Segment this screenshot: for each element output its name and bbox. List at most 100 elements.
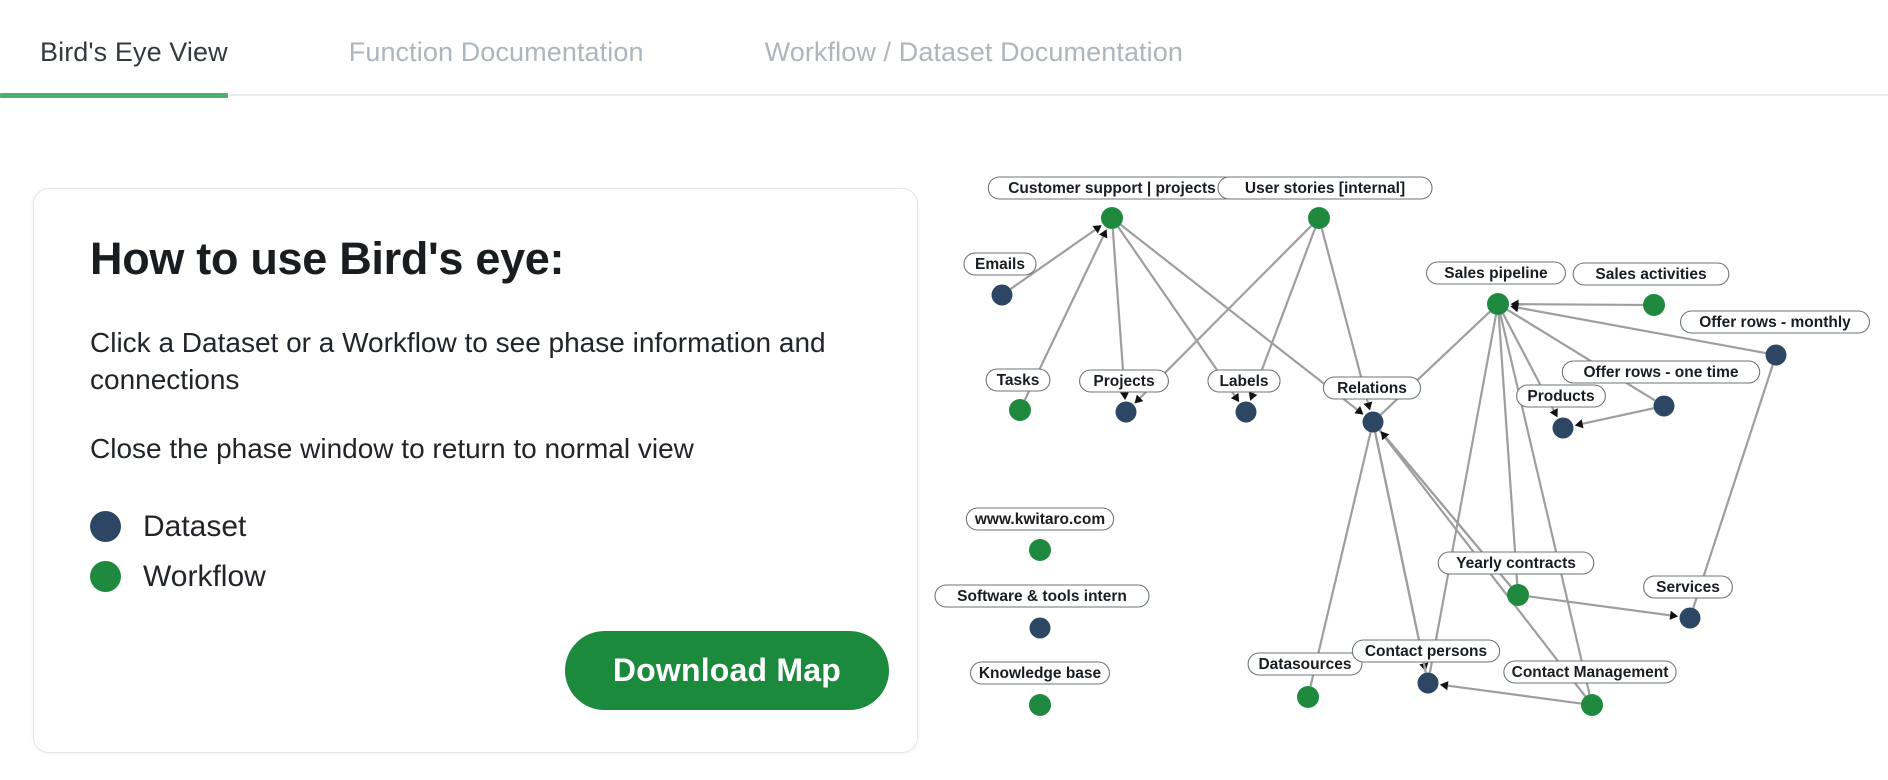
node-label-text: Services — [1656, 579, 1720, 596]
workflow-dot-icon — [90, 561, 121, 593]
tab-function-documentation[interactable]: Function Documentation — [348, 37, 644, 67]
node-label-text: www.kwitaro.com — [974, 511, 1105, 528]
node-label-text: Sales activities — [1595, 266, 1706, 283]
download-map-wrapper: Download Map — [564, 631, 889, 710]
edge-arrow-icon — [1134, 394, 1144, 404]
node-label-pill — [1503, 660, 1677, 684]
tab-bar: Bird's Eye View Function Documentation Wor… — [0, 0, 1888, 98]
graph-node-contact-management[interactable] — [1581, 694, 1603, 716]
node-label-pill — [963, 252, 1037, 276]
legend-label-dataset: Dataset — [143, 509, 247, 543]
graph-node-user-stories-internal[interactable] — [1308, 207, 1330, 229]
graph-node-knowledge-base[interactable] — [1029, 694, 1051, 716]
node-label-pill — [1079, 369, 1169, 393]
node-label-pill — [1207, 369, 1281, 393]
graph-node-offer-rows-one-time[interactable] — [1653, 395, 1675, 417]
node-label-text: Offer rows - monthly — [1699, 314, 1851, 331]
page-title: How to use Bird's eye: — [90, 233, 565, 284]
edge-arrow-icon — [1098, 229, 1108, 239]
graph-edge — [1309, 431, 1372, 687]
node-label-pill — [1437, 551, 1595, 575]
node-label-pill — [1351, 639, 1501, 663]
graph-node-yearly-contracts[interactable] — [1507, 584, 1529, 606]
graph-edge — [1135, 225, 1313, 403]
edge-arrow-icon — [1230, 392, 1240, 403]
graph-edge — [1528, 595, 1676, 618]
dataset-dot-icon — [90, 511, 121, 543]
node-label-pill — [969, 661, 1110, 685]
edge-arrow-icon — [1092, 225, 1102, 234]
how-to-card: How to use Bird's eye: Click a Dataset o… — [33, 188, 918, 753]
node-label-text: Projects — [1093, 373, 1154, 390]
node-label-pill — [965, 507, 1115, 531]
node-label-pill — [934, 584, 1150, 608]
node-label-text: User stories [internal] — [1245, 180, 1405, 197]
tab-workflow-dataset-documentation[interactable]: Workflow / Dataset Documentation — [764, 37, 1183, 67]
graph-edge — [1512, 305, 1766, 355]
legend: Dataset Workflow — [90, 510, 861, 594]
graph-node-projects[interactable] — [1115, 401, 1137, 423]
node-label-text: Contact persons — [1365, 643, 1487, 660]
node-label-pill — [985, 368, 1051, 392]
graph-node-customer-support-projects[interactable] — [1101, 207, 1123, 229]
instruction-close: Close the phase window to return to norm… — [90, 432, 694, 464]
node-label-text: Yearly contracts — [1456, 555, 1576, 572]
graph-node-services[interactable] — [1679, 607, 1701, 629]
graph-node-relations[interactable] — [1362, 411, 1384, 433]
graph-node-products[interactable] — [1552, 417, 1574, 439]
node-label-text: Knowledge base — [979, 665, 1102, 682]
edge-arrow-icon — [1439, 681, 1449, 691]
graph-node-sales-pipeline[interactable] — [1487, 293, 1509, 315]
node-label-pill — [1247, 652, 1363, 676]
graph-edge — [1497, 314, 1519, 585]
edge-arrow-icon — [1510, 303, 1519, 313]
node-label-text: Contact Management — [1512, 664, 1669, 681]
graph-node-sales-activities[interactable] — [1643, 294, 1665, 316]
legend-item-workflow: Workflow — [90, 560, 861, 594]
tab-list: Bird's Eye View Function Documentation Wor… — [0, 0, 1888, 98]
node-label-pill — [1516, 384, 1606, 408]
node-label-pill — [1572, 262, 1730, 286]
node-label-text: Emails — [975, 256, 1025, 273]
graph-edge — [1009, 225, 1101, 290]
node-label-text: Tasks — [997, 372, 1040, 389]
node-label-text: Offer rows - one time — [1583, 364, 1738, 381]
node-label-text: Sales pipeline — [1444, 265, 1548, 282]
legend-item-dataset: Dataset — [90, 510, 861, 544]
graph-edge — [1692, 364, 1774, 609]
tab-bird-s-eye-view[interactable]: Bird's Eye View — [0, 37, 276, 98]
graph-node-offer-rows-monthly[interactable] — [1765, 344, 1787, 366]
download-map-button[interactable]: Download Map — [564, 631, 889, 710]
node-label-text: Products — [1527, 388, 1594, 405]
graph-node-software-tools-intern[interactable] — [1029, 617, 1051, 639]
graph-edge — [1512, 302, 1644, 307]
graph-edge — [1576, 407, 1654, 426]
graph-node-www-kwitaro-com[interactable] — [1029, 539, 1051, 561]
graph-edge — [1442, 683, 1582, 705]
graph-edge — [1499, 314, 1591, 695]
node-label-text: Datasources — [1258, 656, 1351, 673]
node-label-pill — [1643, 575, 1733, 599]
graph-nodes[interactable] — [991, 207, 1787, 716]
graph-node-datasources[interactable] — [1297, 686, 1319, 708]
graph-node-contact-persons[interactable] — [1417, 672, 1439, 694]
edge-arrow-icon — [1363, 401, 1373, 411]
node-label-pill — [1322, 376, 1422, 400]
node-label-text: Relations — [1337, 380, 1407, 397]
node-label-text: Labels — [1219, 373, 1268, 390]
edge-arrow-icon — [1549, 408, 1558, 418]
graph-edge — [1111, 228, 1127, 398]
graph-node-labels[interactable] — [1235, 401, 1257, 423]
graph-node-emails[interactable] — [991, 284, 1013, 306]
node-label-pill — [1217, 176, 1433, 200]
edge-arrow-icon — [1574, 419, 1584, 429]
edge-arrow-icon — [1669, 610, 1679, 620]
node-label-pill — [1561, 360, 1761, 384]
graph-edge — [1119, 223, 1363, 414]
edge-arrow-icon — [1248, 391, 1258, 401]
graph-node-tasks[interactable] — [1009, 399, 1031, 421]
node-label-text: Software & tools intern — [957, 588, 1127, 605]
